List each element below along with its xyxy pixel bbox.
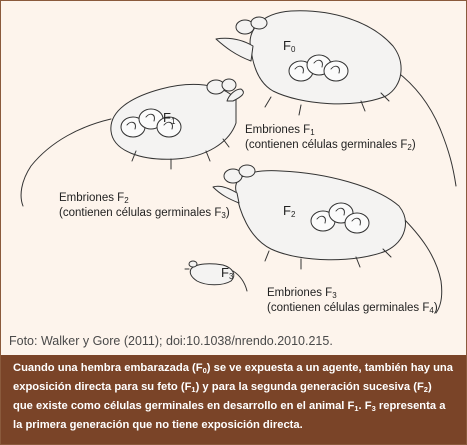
label-f3: F3 <box>221 265 234 281</box>
embryos-f2 <box>310 202 370 234</box>
mouse-f3 <box>184 260 248 292</box>
label-f0: F0 <box>283 38 296 54</box>
embryos-f3-label: Embriones F3 (contienen células germinal… <box>267 287 438 315</box>
mouse-f0 <box>215 10 457 187</box>
figure-caption: Cuando una hembra embarazada (F0) se ve … <box>1 355 466 444</box>
embryos-f2-label: Embriones F2 (contienen células germinal… <box>59 192 230 220</box>
label-f1: F1 <box>163 110 176 126</box>
transgenerational-figure: F0 F1 F2 F3 Embriones F1 (contienen célu… <box>1 1 466 353</box>
mouse-f1 <box>20 78 244 207</box>
label-f2: F2 <box>283 203 296 219</box>
photo-credit: Foto: Walker y Gore (2011); doi:10.1038/… <box>9 334 333 348</box>
mice-illustration <box>20 10 457 314</box>
embryos-f1-label: Embriones F1 (contienen células germinal… <box>245 124 416 152</box>
embryos-f0 <box>288 54 349 82</box>
embryos-f1 <box>120 108 182 138</box>
